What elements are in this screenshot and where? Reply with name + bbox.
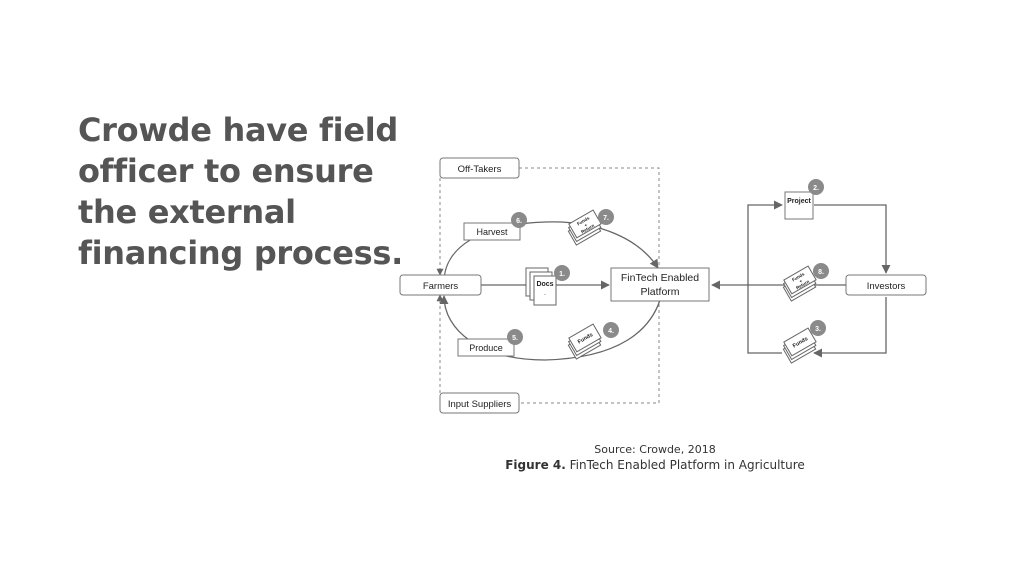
funds-return-stack-icon-7: Funds + Return [567,209,602,246]
svg-text:4.: 4. [608,328,614,335]
funds-return-label-c: Return [580,223,595,235]
funds-return-stack-icon-8: Funds + Return [782,265,817,302]
docs-label: Docs [536,281,553,288]
figure-source: Source: Crowde, 2018 [594,443,716,456]
node-investors: Investors [845,274,927,296]
funds-return-label-b-8: + [798,278,803,284]
funds-stack-icon-4: Funds [567,323,602,360]
docs-stack-icon: Docs . [525,267,557,306]
figure-label: Figure 4. [505,458,566,472]
step-badge-7: 7. [598,209,614,225]
slide-headline: Crowde have field officer to ensure the … [78,111,404,272]
farmers-label: Farmers [423,281,459,292]
project-label: Project [787,198,811,205]
step-badge-6: 6. [511,212,527,228]
figure-title: FinTech Enabled Platform in Agriculture [569,458,805,472]
platform-label-line1: FinTech Enabled [621,272,699,284]
node-input-suppliers: Input Suppliers [439,392,520,414]
step-badge-8: 8. [813,263,829,279]
funds-return-label-b: + [583,222,588,228]
off-takers-label: Off-Takers [458,164,502,175]
fintech-platform-diagram: Off-Takers Farmers Input Suppliers Harve… [399,157,927,414]
input-suppliers-label: Input Suppliers [448,399,512,410]
step-badge-2: 2. [808,179,824,195]
step-badge-4: 4. [603,322,619,338]
node-produce: Produce [457,338,515,357]
investors-label: Investors [867,281,906,292]
svg-text:.: . [544,290,546,297]
funds-return-label-c-8: Return [795,279,810,291]
step-badge-1: 1. [554,265,570,281]
svg-text:2.: 2. [813,185,819,192]
svg-text:5.: 5. [512,335,518,342]
funds-return-label-a-8: Funds [791,271,806,282]
svg-text:7.: 7. [603,215,609,222]
node-off-takers: Off-Takers [439,157,520,179]
funds-stack-icon-3: Funds [782,327,817,364]
step-badge-5: 5. [507,329,523,345]
node-fintech-platform: FinTech Enabled Platform [610,267,710,302]
node-harvest: Harvest [463,222,521,241]
svg-text:3.: 3. [815,326,821,333]
investor-cycle [711,200,891,358]
step-badge-3: 3. [810,320,826,336]
harvest-label: Harvest [476,227,508,237]
platform-label-line2: Platform [640,286,679,298]
node-farmers: Farmers [399,274,482,296]
svg-text:6.: 6. [516,218,522,225]
svg-text:1.: 1. [559,271,565,278]
node-project: Project [784,191,814,220]
svg-text:8.: 8. [818,269,824,276]
figure-caption: Figure 4. FinTech Enabled Platform in Ag… [490,458,820,472]
funds-return-label-a: Funds [576,215,591,226]
produce-label: Produce [469,343,503,353]
